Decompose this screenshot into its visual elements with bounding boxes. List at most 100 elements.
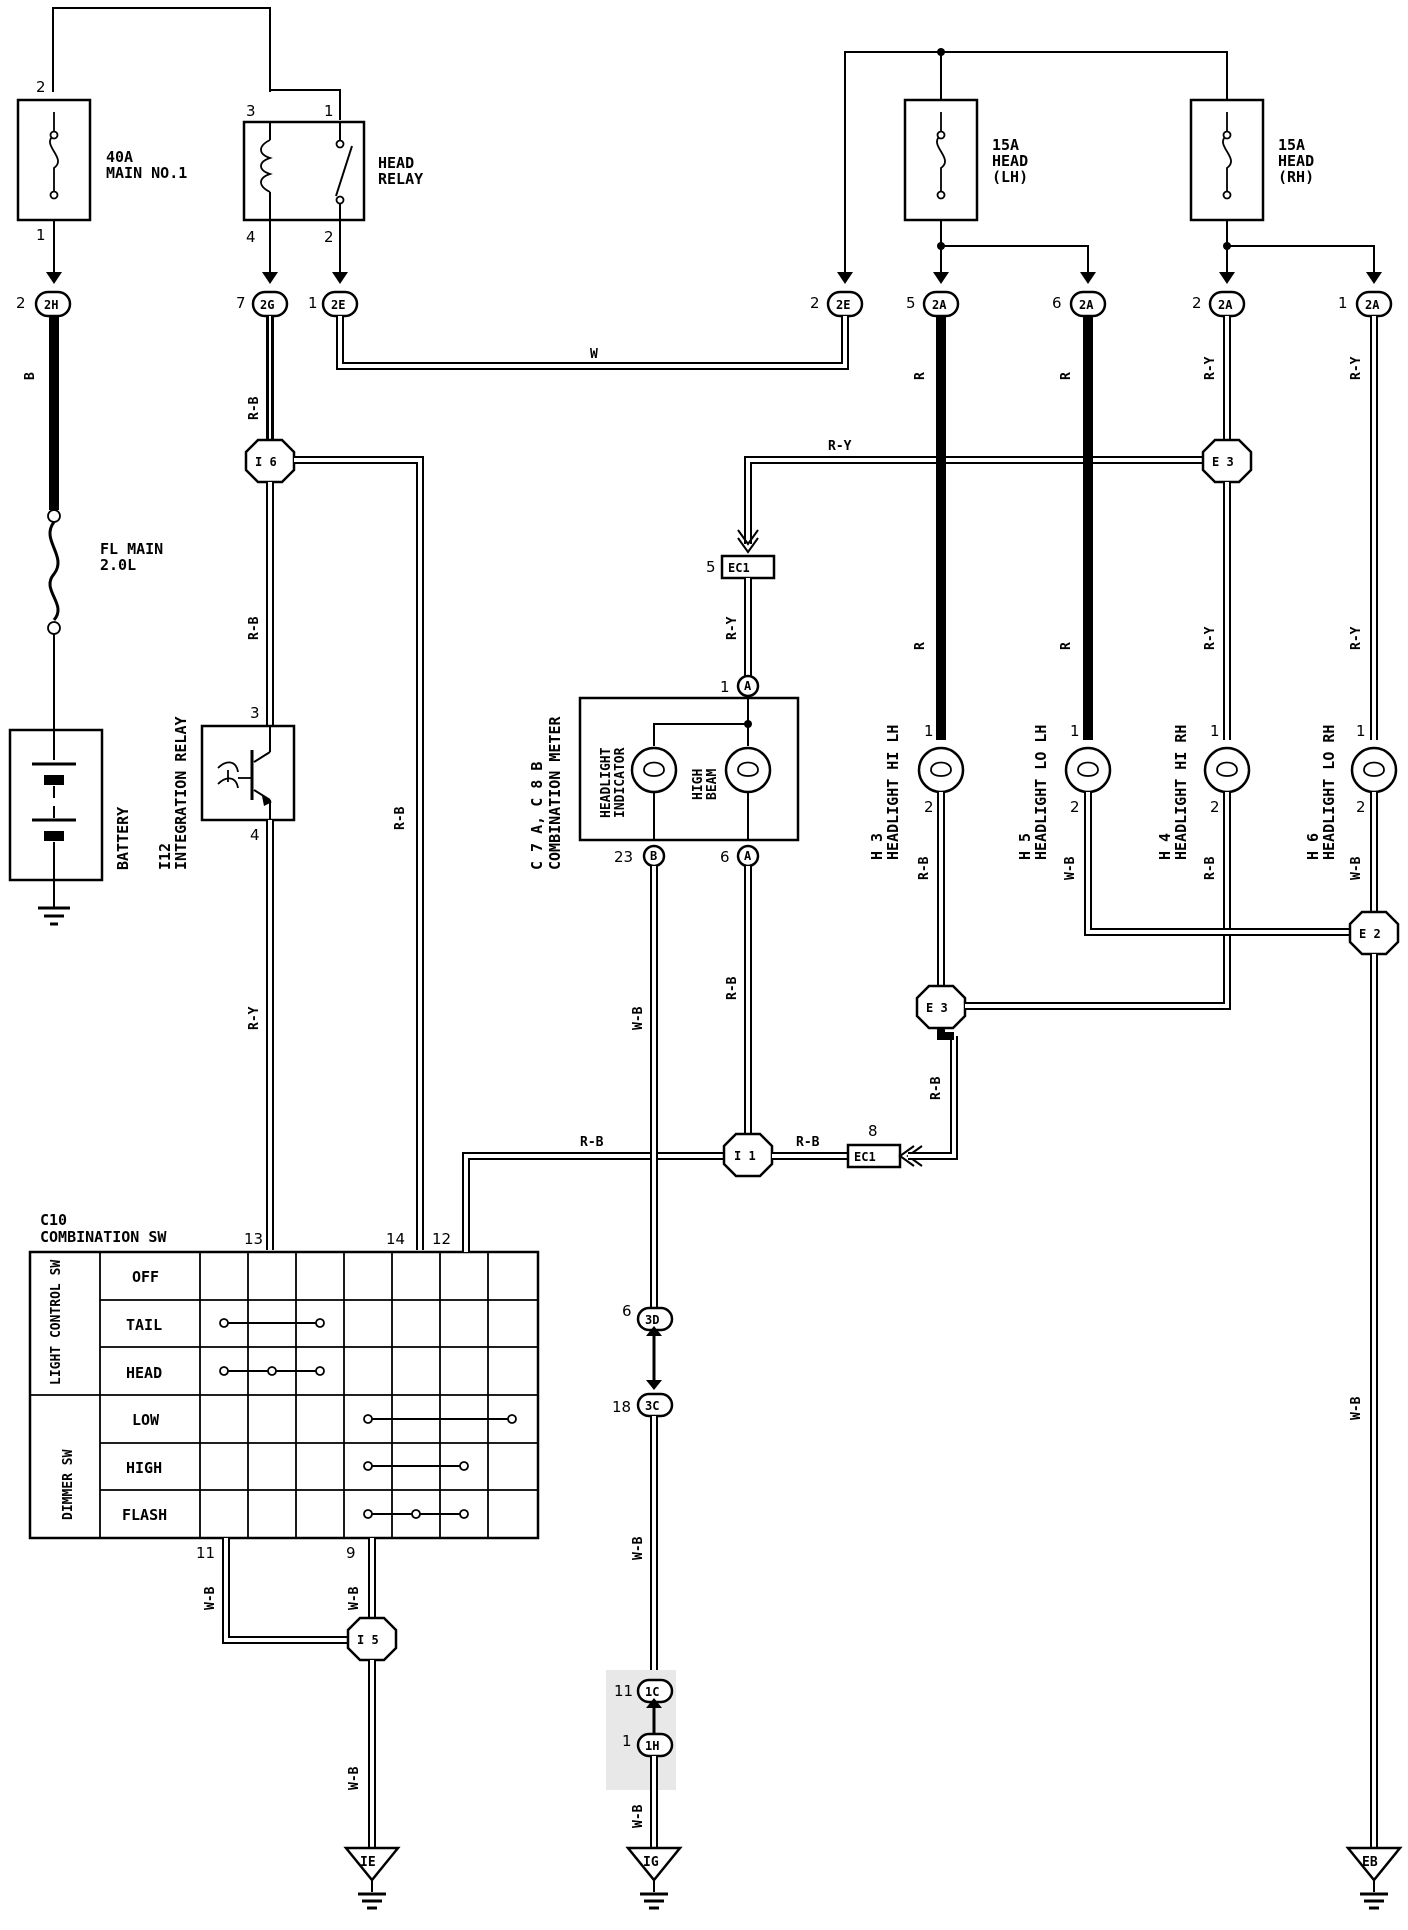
svg-text:R: R	[913, 372, 928, 380]
svg-text:R-B: R-B	[247, 396, 262, 420]
svg-text:R: R	[1059, 642, 1074, 650]
svg-text:R-B: R-B	[917, 856, 932, 880]
battery: BATTERY	[8, 728, 132, 926]
connector-2a-5: 5 2A	[906, 290, 960, 318]
svg-text:R-Y: R-Y	[725, 616, 740, 640]
svg-text:HIGH: HIGH	[126, 1459, 162, 1477]
connector-2a-1: 1 2A	[1338, 290, 1393, 318]
svg-text:W-B: W-B	[631, 1804, 646, 1828]
svg-text:2: 2	[1210, 798, 1220, 816]
svg-text:6: 6	[622, 1302, 632, 1320]
svg-text:7: 7	[236, 294, 246, 312]
svg-text:H 4: H 4	[1156, 833, 1174, 860]
connector-ec1-top: 5 EC1	[706, 554, 776, 580]
svg-text:R-Y: R-Y	[1349, 626, 1364, 650]
svg-text:R-B: R-B	[247, 616, 262, 640]
svg-text:W-B: W-B	[1063, 856, 1078, 880]
svg-text:HEAD: HEAD	[1278, 152, 1314, 170]
svg-text:B: B	[650, 849, 657, 863]
svg-text:W-B: W-B	[1349, 856, 1364, 880]
svg-text:2G: 2G	[260, 298, 274, 312]
svg-text:HEAD: HEAD	[992, 152, 1028, 170]
svg-text:MAIN NO.1: MAIN NO.1	[106, 164, 187, 182]
svg-text:R-B: R-B	[1203, 856, 1218, 880]
svg-text:18: 18	[612, 1398, 631, 1416]
svg-text:R-B: R-B	[929, 1076, 944, 1100]
svg-text:HEAD: HEAD	[126, 1364, 162, 1382]
svg-text:1: 1	[1338, 294, 1348, 312]
svg-text:EC1: EC1	[854, 1150, 876, 1164]
svg-text:1: 1	[36, 226, 46, 244]
headlight-h6: 1 2 H 6 HEADLIGHT LO RH	[1304, 722, 1398, 860]
svg-text:HEADLIGHT HI RH: HEADLIGHT HI RH	[1172, 725, 1190, 860]
junction-i1: I 1	[722, 1132, 774, 1178]
svg-text:5: 5	[706, 558, 716, 576]
svg-text:15A: 15A	[992, 136, 1019, 154]
svg-text:A: A	[744, 849, 752, 863]
svg-text:COMBINATION METER: COMBINATION METER	[546, 716, 564, 870]
svg-text:W-B: W-B	[1349, 1396, 1364, 1420]
svg-text:2: 2	[1070, 798, 1080, 816]
svg-text:15A: 15A	[1278, 136, 1305, 154]
ground-eb: EB	[1345, 1846, 1403, 1910]
headlight-h4: 1 2 H 4 HEADLIGHT HI RH	[1156, 722, 1251, 860]
svg-text:R-Y: R-Y	[1203, 356, 1218, 380]
svg-text:EB: EB	[1362, 1855, 1378, 1870]
svg-text:W: W	[590, 347, 598, 362]
svg-text:I 6: I 6	[255, 455, 277, 469]
svg-text:1H: 1H	[645, 1739, 659, 1753]
svg-text:RELAY: RELAY	[378, 170, 423, 188]
svg-text:I 5: I 5	[357, 1633, 379, 1647]
connector-2g: 7 2G	[236, 290, 289, 318]
svg-text:C 7 A, C 8 B: C 7 A, C 8 B	[528, 762, 546, 870]
svg-text:I12: I12	[156, 843, 174, 870]
svg-text:23: 23	[614, 848, 633, 866]
connector-1c: 11 1C	[614, 1678, 674, 1704]
svg-text:12: 12	[432, 1230, 451, 1248]
svg-text:13: 13	[244, 1230, 263, 1248]
svg-text:R: R	[1059, 372, 1074, 380]
svg-text:OFF: OFF	[132, 1268, 159, 1286]
svg-text:C10: C10	[40, 1211, 67, 1229]
svg-text:2E: 2E	[331, 298, 345, 312]
svg-text:BATTERY: BATTERY	[114, 807, 132, 870]
svg-text:E 3: E 3	[926, 1001, 948, 1015]
svg-text:1: 1	[1356, 722, 1366, 740]
svg-text:COMBINATION SW: COMBINATION SW	[40, 1228, 167, 1246]
svg-text:5: 5	[906, 294, 916, 312]
svg-text:HIGH: HIGH	[691, 769, 706, 800]
fusible-link-main: FL MAIN 2.0L	[47, 509, 163, 730]
svg-text:E 3: E 3	[1212, 455, 1234, 469]
svg-text:R-Y: R-Y	[247, 1006, 262, 1030]
svg-text:3: 3	[250, 704, 260, 722]
svg-text:3D: 3D	[645, 1313, 659, 1327]
fuse-main-no1: 2 1 40A MAIN NO.1	[16, 78, 187, 284]
fuse-head-lh: 15A HEAD (LH)	[903, 98, 1096, 284]
svg-text:DIMMER SW: DIMMER SW	[61, 1449, 76, 1520]
svg-text:W-B: W-B	[347, 1766, 362, 1790]
svg-text:IE: IE	[360, 1855, 376, 1870]
svg-text:R-B: R-B	[393, 806, 408, 830]
svg-text:R-Y: R-Y	[1349, 356, 1364, 380]
svg-text:2: 2	[924, 798, 934, 816]
svg-text:2E: 2E	[836, 298, 850, 312]
svg-text:6: 6	[720, 848, 730, 866]
connector-2a-2: 2 2A	[1192, 290, 1246, 318]
svg-text:HEAD: HEAD	[378, 154, 414, 172]
svg-text:R-Y: R-Y	[1203, 626, 1218, 650]
svg-text:H 3: H 3	[868, 833, 886, 860]
svg-text:2A: 2A	[1218, 298, 1233, 312]
ground-ig: IG	[625, 1846, 683, 1910]
svg-text:2: 2	[810, 294, 820, 312]
svg-text:4: 4	[246, 228, 256, 246]
svg-text:6: 6	[1052, 294, 1062, 312]
svg-text:R-B: R-B	[725, 976, 740, 1000]
combination-switch: C10 COMBINATION SW 13 14 12 LIGHT CONTRO…	[28, 1211, 540, 1562]
ground-ie: IE	[343, 1846, 401, 1910]
connector-2h: 2 2H	[16, 290, 72, 318]
svg-text:2A: 2A	[1365, 298, 1380, 312]
svg-text:9: 9	[346, 1544, 356, 1562]
svg-text:1: 1	[720, 678, 730, 696]
svg-text:IG: IG	[643, 1855, 659, 1870]
